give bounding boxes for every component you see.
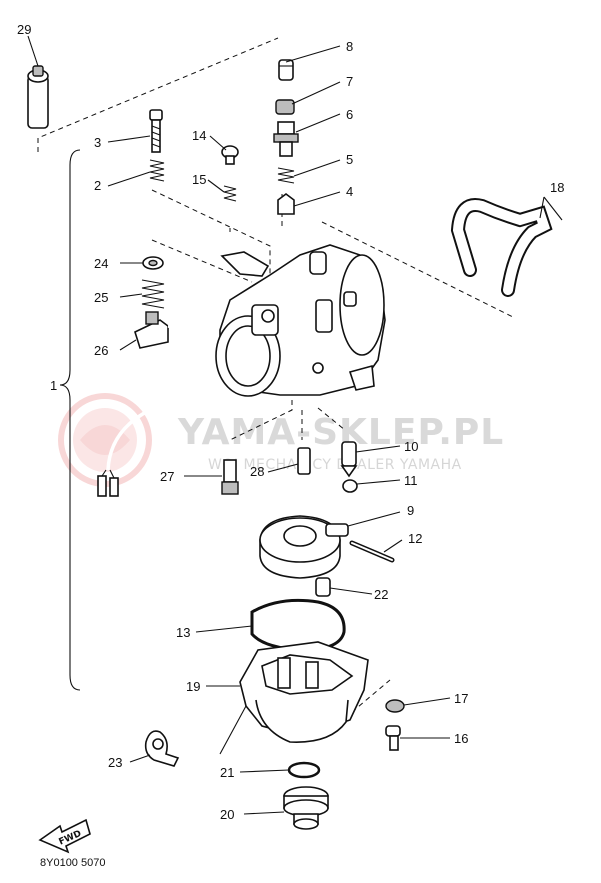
part-8-screw bbox=[278, 59, 294, 81]
callout-20: 20 bbox=[220, 807, 234, 822]
part-3-screw bbox=[149, 109, 163, 153]
callout-4: 4 bbox=[346, 184, 353, 199]
part-4-needle-valve bbox=[277, 193, 295, 215]
part-5-spring bbox=[277, 167, 295, 184]
callout-24: 24 bbox=[94, 256, 108, 271]
part-26-wire bbox=[97, 324, 199, 497]
watermark: YAMA-SKLEP.PL WOJ MECHANICY DEALER YAMAH… bbox=[58, 393, 504, 487]
callout-10: 10 bbox=[404, 439, 418, 454]
part-14-screw bbox=[221, 145, 239, 165]
part-19-float-bowl bbox=[239, 641, 369, 743]
callout-6: 6 bbox=[346, 107, 353, 122]
part-6-fitting bbox=[273, 121, 299, 157]
callout-2: 2 bbox=[94, 178, 101, 193]
part-13-gasket bbox=[250, 598, 346, 652]
diagram-code: 8Y0100 5070 bbox=[40, 857, 105, 869]
watermark-title: YAMA-SKLEP.PL bbox=[177, 412, 504, 453]
callout-16: 16 bbox=[454, 731, 468, 746]
part-7-nut bbox=[275, 99, 295, 115]
part-15-spring bbox=[223, 185, 237, 202]
part-18-hose bbox=[450, 198, 553, 297]
part-23-clamp bbox=[144, 730, 180, 767]
part-27-jet bbox=[221, 459, 239, 495]
callout-29: 29 bbox=[17, 22, 31, 37]
part-21-oring bbox=[287, 761, 321, 779]
part-24-washer bbox=[142, 256, 164, 270]
callout-27: 27 bbox=[160, 469, 174, 484]
part-26-fitting bbox=[134, 311, 169, 349]
callout-labels: 29 8 7 6 5 4 3 2 14 15 18 24 25 26 1 10 … bbox=[17, 22, 564, 822]
part-12-pin bbox=[349, 540, 395, 563]
part-29-boot bbox=[27, 65, 49, 129]
watermark-subtitle: WOJ MECHANICY DEALER YAMAHA bbox=[208, 457, 462, 473]
part-17-nut bbox=[385, 699, 405, 713]
callout-18: 18 bbox=[550, 180, 564, 195]
callout-8: 8 bbox=[346, 39, 353, 54]
part-16-screw bbox=[385, 725, 401, 751]
callout-12: 12 bbox=[408, 531, 422, 546]
callout-3: 3 bbox=[94, 135, 101, 150]
part-11-nut bbox=[342, 479, 358, 493]
part-22-jet bbox=[315, 577, 331, 597]
callout-28: 28 bbox=[250, 464, 264, 479]
callout-11: 11 bbox=[404, 473, 418, 488]
callout-13: 13 bbox=[176, 625, 190, 640]
callout-21: 21 bbox=[220, 765, 234, 780]
leader-lines bbox=[107, 45, 563, 815]
callout-14: 14 bbox=[192, 128, 206, 143]
callout-23: 23 bbox=[108, 755, 122, 770]
callout-1: 1 bbox=[50, 378, 57, 393]
callout-5: 5 bbox=[346, 152, 353, 167]
carburetor-body bbox=[215, 244, 386, 397]
callout-19: 19 bbox=[186, 679, 200, 694]
callout-7: 7 bbox=[346, 74, 353, 89]
part-20-drain-plug bbox=[283, 786, 329, 830]
callout-9: 9 bbox=[407, 503, 414, 518]
callout-15: 15 bbox=[192, 172, 206, 187]
assembly-bracket bbox=[59, 149, 81, 691]
fwd-arrow-icon: FWD bbox=[38, 818, 91, 854]
part-10-needle-jet bbox=[340, 441, 358, 478]
part-25-spring bbox=[141, 279, 165, 309]
part-9-float bbox=[259, 515, 349, 579]
part-28-jet bbox=[297, 447, 311, 475]
callout-17: 17 bbox=[454, 691, 468, 706]
part-2-spring bbox=[149, 159, 165, 182]
callout-25: 25 bbox=[94, 290, 108, 305]
callout-26: 26 bbox=[94, 343, 108, 358]
callout-22: 22 bbox=[374, 587, 388, 602]
